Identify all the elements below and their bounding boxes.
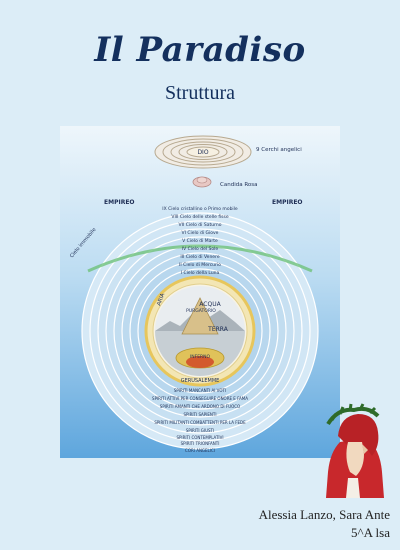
spirit-labels: SPIRITI MANCANTI AI VOTI SPIRITI ATTIVI … [152,388,248,453]
spirit-label: SPIRITI SAPIENTI [183,412,216,417]
heaven-label: IV Cielo del Sole [182,246,219,252]
spirit-label: SPIRITI GIUSTI [186,428,214,433]
water-label: ACQUA [199,301,221,308]
heaven-label: III Cielo di Venere [180,254,219,260]
page-title: Il Paradiso [94,30,306,70]
god-label: DIO [197,149,208,156]
page-subtitle: Struttura [165,82,235,104]
empireo-left-label: EMPIREO [104,199,135,206]
purgatory-label: PURGATORIO [186,308,216,314]
paradise-structure-diagram: DIO 9 Cerchi angelici Candida Rosa EMPIR… [60,126,340,458]
spirit-label: SPIRITI ATTIVI PER CONSEGUIRE ONORE E FA… [152,396,248,401]
heaven-label: VII Cielo di Saturno [179,222,222,228]
ecliptic-band [87,244,313,273]
earth-label: TERRA [207,326,229,333]
angelic-circles [154,135,252,169]
candida-rosa-label: Candida Rosa [220,182,258,188]
air-label: ARIA [156,292,166,306]
spirit-label: SPIRITI TRIONFANTI [181,441,220,446]
authors-names: Alessia Lanzo, Sara Ante [258,507,390,522]
cielo-immobile-label: Cielo immobile [69,227,98,259]
spirit-label: SPIRITI MILITANTI COMBATTENTI PER LA FED… [154,420,246,425]
authors-block: Alessia Lanzo, Sara Ante 5^A lsa [259,506,390,542]
heaven-label: IX Cielo cristallino o Primo mobile [162,206,238,212]
empireo-right-label: EMPIREO [272,199,303,206]
spirit-label: SPIRITI MANCANTI AI VOTI [174,388,226,393]
dante-portrait [326,403,384,498]
heaven-label: VI Cielo di Giove [182,230,219,236]
paradise-diagram-svg: DIO 9 Cerchi angelici Candida Rosa EMPIR… [69,135,319,453]
earth-cross-section [155,286,245,376]
heaven-label: VIII Cielo delle stelle fisse [171,214,229,220]
spirit-label: CORI ANGELICI [185,448,215,453]
angelic-circles-label: 9 Cerchi angelici [256,147,302,153]
heaven-label: V Cielo di Marte [182,238,218,244]
hell-label: INFERNO [190,354,211,360]
jerusalem-label: GERUSALEMME [181,378,220,384]
spirit-label: SPIRITI CONTEMPLATIVI [176,435,223,440]
candida-rosa-icon [192,176,212,188]
heaven-label: I Cielo della Luna [181,270,220,276]
authors-class: 5^A lsa [351,525,390,540]
spirit-label: SPIRITI AMANTI CHE ARDONO DI FUOCO [160,404,240,409]
heaven-labels: IX Cielo cristallino o Primo mobile VIII… [162,206,238,276]
heaven-label: II Cielo di Mercurio [179,262,221,268]
